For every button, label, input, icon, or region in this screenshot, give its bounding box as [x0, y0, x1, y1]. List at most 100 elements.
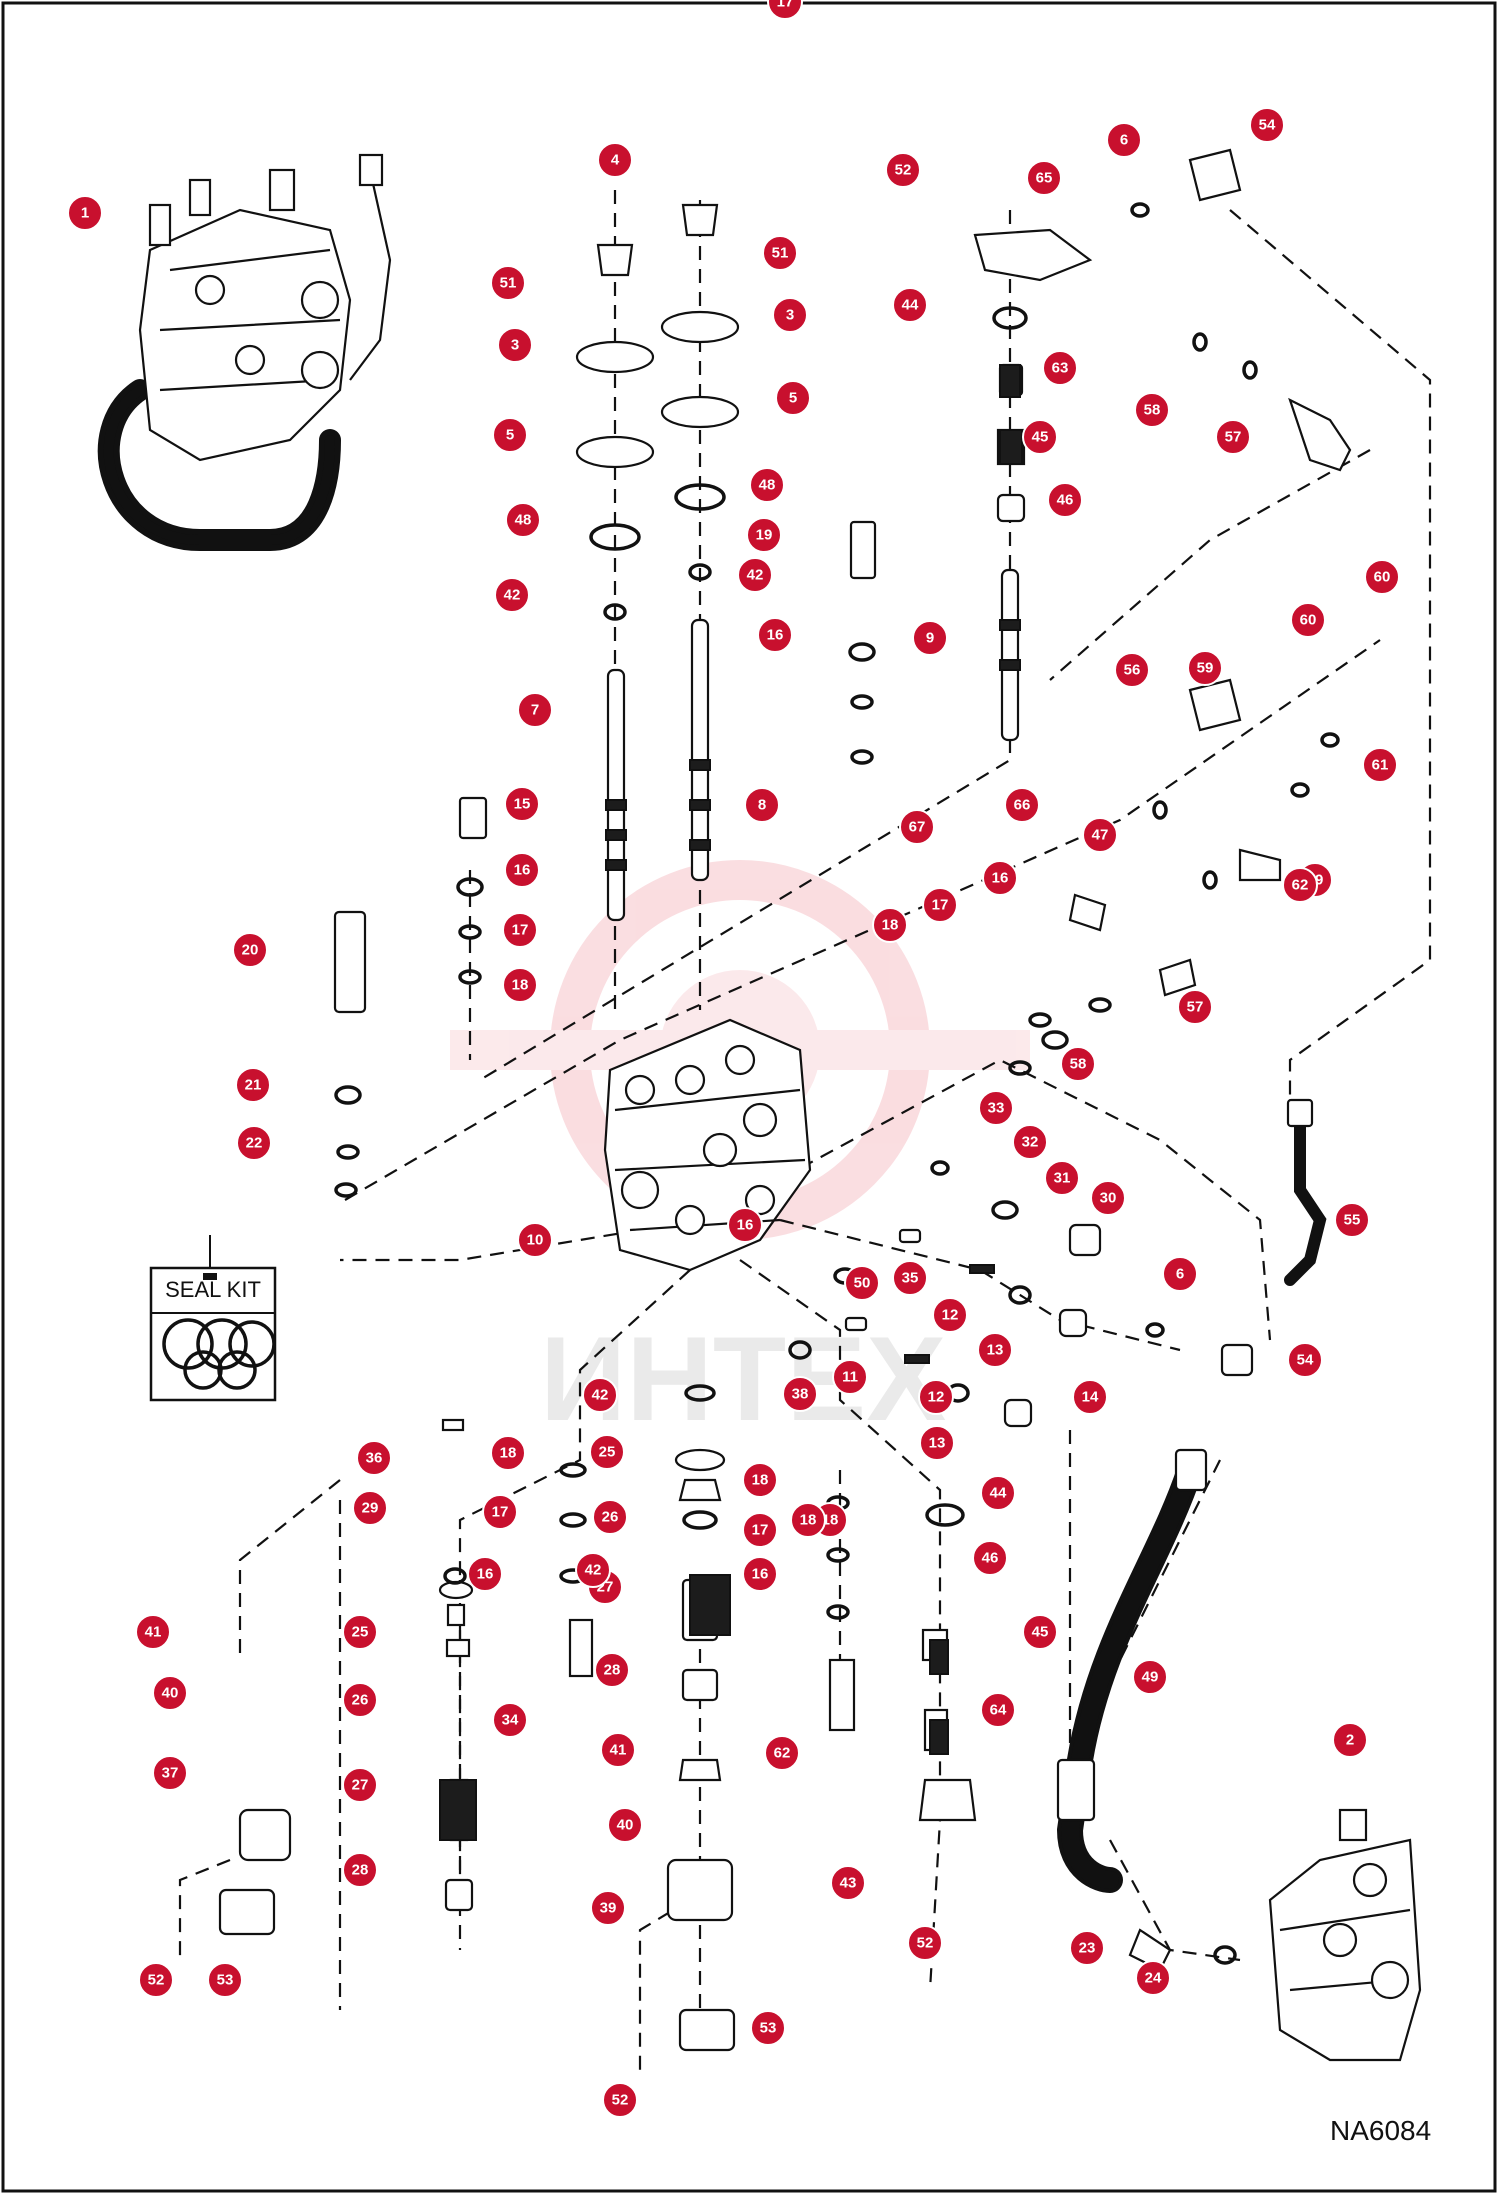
spool-part-9: [999, 568, 1021, 742]
callout-dot: [236, 1125, 272, 1161]
callout-dot: [727, 1207, 763, 1243]
callout-dot: [782, 1376, 818, 1412]
callout-number: 37: [162, 1765, 179, 1782]
callout-dot: [1177, 989, 1213, 1025]
callout-number: 25: [599, 1444, 616, 1461]
callout-part-42: 42: [737, 557, 773, 593]
callout-part-20: 20: [232, 932, 268, 968]
callout-number: 58: [1144, 402, 1161, 419]
callout-part-17: 17: [767, 0, 803, 20]
callout-number: 10: [527, 1232, 544, 1249]
o-rings: [334, 202, 1340, 1965]
callout-part-16: 16: [504, 852, 540, 888]
callout-dot: [872, 907, 908, 943]
callout-number: 46: [1057, 492, 1074, 509]
callout-part-17: 17: [482, 1494, 518, 1530]
callout-part-55: 55: [1334, 1202, 1370, 1238]
callout-number: 54: [1259, 117, 1276, 134]
callout-number: 29: [362, 1500, 379, 1517]
callout-number: 42: [585, 1562, 602, 1579]
callout-number: 62: [774, 1745, 791, 1762]
callout-dot: [1012, 1124, 1048, 1160]
callout-part-18: 18: [790, 1502, 826, 1538]
callout-number: 40: [617, 1817, 634, 1834]
callout-dot: [892, 1260, 928, 1296]
callout-number: 46: [982, 1550, 999, 1567]
callout-dot: [918, 1379, 954, 1415]
callout-dot: [1132, 1659, 1168, 1695]
callout-number: 67: [909, 819, 926, 836]
callout-dot: [746, 517, 782, 553]
callout-part-40: 40: [607, 1807, 643, 1843]
callout-number: 18: [800, 1512, 817, 1529]
callout-number: 24: [1145, 1970, 1162, 1987]
callout-part-8: 8: [744, 787, 780, 823]
callout-number: 5: [789, 390, 797, 407]
callout-number: 17: [512, 922, 529, 939]
callout-part-24: 24: [1135, 1960, 1171, 1996]
callout-number: 21: [245, 1077, 262, 1094]
callout-number: 44: [990, 1485, 1007, 1502]
callout-dot: [235, 1067, 271, 1103]
callout-dot: [1362, 747, 1398, 783]
callout-dot: [607, 1807, 643, 1843]
callout-part-13: 13: [919, 1425, 955, 1461]
callout-part-14: 14: [1072, 1379, 1108, 1415]
callout-number: 57: [1225, 429, 1242, 446]
callout-number: 48: [515, 512, 532, 529]
callout-dot: [138, 1962, 174, 1998]
callout-number: 12: [928, 1389, 945, 1406]
callout-part-57: 57: [1177, 989, 1213, 1025]
callout-part-31: 31: [1044, 1160, 1080, 1196]
callout-part-60: 60: [1290, 602, 1326, 638]
callout-dot: [1069, 1930, 1105, 1966]
callout-number: 56: [1124, 662, 1141, 679]
callout-dot: [742, 1462, 778, 1498]
callout-part-40: 40: [152, 1675, 188, 1711]
callout-part-61: 61: [1362, 747, 1398, 783]
callout-number: 27: [352, 1777, 369, 1794]
callout-number: 6: [1120, 132, 1128, 149]
callout-part-3: 3: [497, 327, 533, 363]
callout-number: 18: [882, 917, 899, 934]
callout-dot: [932, 1297, 968, 1333]
callout-dot: [1042, 350, 1078, 386]
callout-number: 36: [366, 1450, 383, 1467]
callout-part-46: 46: [972, 1540, 1008, 1576]
callout-part-17: 17: [502, 912, 538, 948]
callout-dot: [977, 1332, 1013, 1368]
callout-part-28: 28: [594, 1652, 630, 1688]
callout-part-1: 1: [67, 195, 103, 231]
callout-number: 33: [988, 1100, 1005, 1117]
callout-part-63: 63: [1042, 350, 1078, 386]
callout-number: 38: [792, 1386, 809, 1403]
valve-assembly-part-1: [97, 153, 392, 551]
callout-part-44: 44: [980, 1475, 1016, 1511]
callout-part-51: 51: [490, 265, 526, 301]
callout-number: 52: [917, 1935, 934, 1952]
callout-part-34: 34: [492, 1702, 528, 1738]
callout-dot: [342, 1852, 378, 1888]
callout-number: 16: [477, 1566, 494, 1583]
callout-dot: [135, 1614, 171, 1650]
callout-number: 5: [506, 427, 514, 444]
callout-number: 4: [611, 152, 620, 169]
callout-number: 44: [902, 297, 919, 314]
callout-number: 51: [500, 275, 517, 292]
callout-number: 8: [758, 797, 766, 814]
callout-number: 66: [1014, 797, 1031, 814]
callout-part-6: 6: [1162, 1256, 1198, 1292]
callout-part-3: 3: [772, 297, 808, 333]
callout-part-16: 16: [757, 617, 793, 653]
callout-dot: [492, 417, 528, 453]
callout-part-10: 10: [517, 1222, 553, 1258]
callout-dot: [1022, 1614, 1058, 1650]
callout-dot: [1332, 1722, 1368, 1758]
callout-number: 60: [1374, 569, 1391, 586]
callout-dot: [1072, 1379, 1108, 1415]
callout-number: 18: [752, 1472, 769, 1489]
callout-number: 7: [531, 702, 539, 719]
callout-number: 62: [1292, 877, 1309, 894]
callout-number: 55: [1344, 1212, 1361, 1229]
callout-part-5: 5: [775, 380, 811, 416]
